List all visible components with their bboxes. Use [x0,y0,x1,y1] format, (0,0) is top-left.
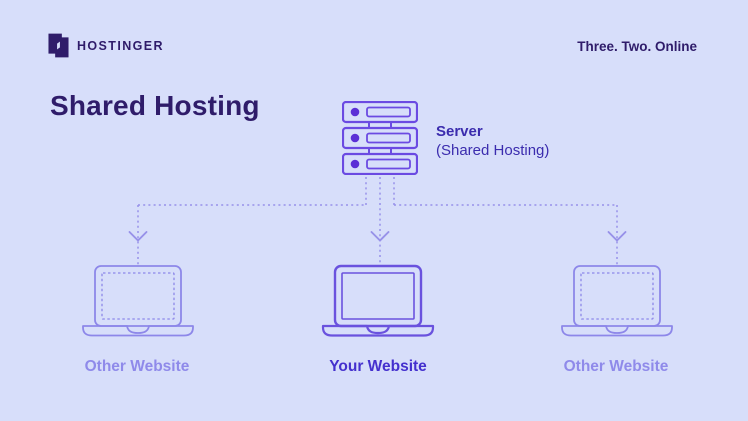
server-label: Server [436,123,483,140]
laptop-icon-your-website [321,264,435,337]
arrow-down-icon [370,231,390,242]
server-led-dot [350,133,360,143]
laptop-icon-other-right [561,265,673,337]
website-label-other-right: Other Website [563,358,669,375]
server-led-dot [350,159,360,169]
website-label-other-left: Other Website [84,358,190,375]
arrow-down-icon [607,231,627,242]
website-label-your-website: Your Website [329,358,427,375]
hostinger-brand: HOSTINGER [48,33,164,58]
server-caption: Server (Shared Hosting) [436,122,549,160]
connector-lines [128,177,627,265]
page-title: Shared Hosting [50,90,260,121]
hostinger-logo-icon [48,33,69,58]
brand-tagline: Three. Two. Online [577,39,697,54]
server-led-dot [350,107,360,117]
laptop-icon-other-left [82,265,194,337]
server-sublabel: (Shared Hosting) [436,142,550,159]
arrow-down-icon [128,231,148,242]
brand-name: HOSTINGER [77,38,164,53]
server-icon [342,101,418,175]
